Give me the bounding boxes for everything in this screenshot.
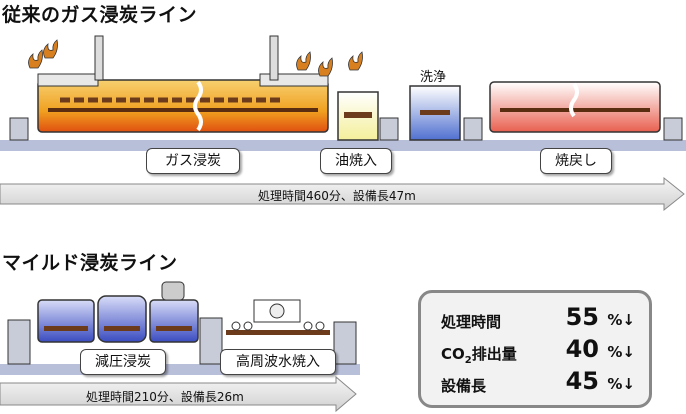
vacuum-carburizing-furnaces (37, 281, 199, 343)
mild-line-title: マイルド浸炭ライン (2, 252, 178, 274)
wash-tank (409, 85, 483, 141)
summary-value: 55 (565, 303, 599, 331)
loader-unit (9, 117, 29, 141)
summary-label: CO2排出量 (441, 345, 517, 366)
oil-quench-tank (337, 51, 399, 141)
gas-carburizing-furnace (28, 35, 333, 133)
summary-unit: %↓ (607, 311, 635, 329)
conventional-line (0, 35, 686, 151)
summary-label: 処理時間 (441, 313, 502, 331)
summary-unit: %↓ (607, 343, 635, 361)
summary-value: 45 (565, 367, 599, 395)
stage-gas-carburizing: ガス浸炭 (146, 148, 240, 174)
summary-row-equipment-length: 設備長 45 %↓ (441, 367, 635, 395)
induction-quench-unit (199, 299, 357, 365)
summary-unit: %↓ (607, 375, 635, 393)
summary-row-processing-time: 処理時間 55 %↓ (441, 303, 635, 331)
stage-vacuum-carburizing: 減圧浸炭 (80, 349, 166, 375)
floor-strip-mild (0, 364, 360, 375)
conventional-arrow (0, 176, 685, 212)
improvement-summary-panel: 処理時間 55 %↓ CO2排出量 40 %↓ 設備長 45 %↓ (418, 290, 652, 408)
summary-label: 設備長 (441, 377, 487, 395)
summary-row-co2: CO2排出量 40 %↓ (441, 335, 635, 366)
stage-tempering: 焼戻し (540, 148, 612, 174)
summary-value: 40 (565, 335, 599, 363)
stage-induction-quench: 高周波水焼入 (220, 349, 336, 375)
conventional-line-title: 従来のガス浸炭ライン (2, 4, 198, 26)
stage-oil-quench: 油焼入 (320, 148, 392, 174)
mild-line (0, 281, 360, 375)
tempering-furnace (489, 81, 683, 141)
wash-label: 洗浄 (420, 70, 447, 85)
floor-strip (0, 140, 686, 151)
conventional-arrow-text: 処理時間460分、設備長47m (258, 189, 416, 203)
mild-arrow (0, 375, 357, 413)
mild-arrow-text: 処理時間210分、設備長26m (86, 390, 244, 404)
